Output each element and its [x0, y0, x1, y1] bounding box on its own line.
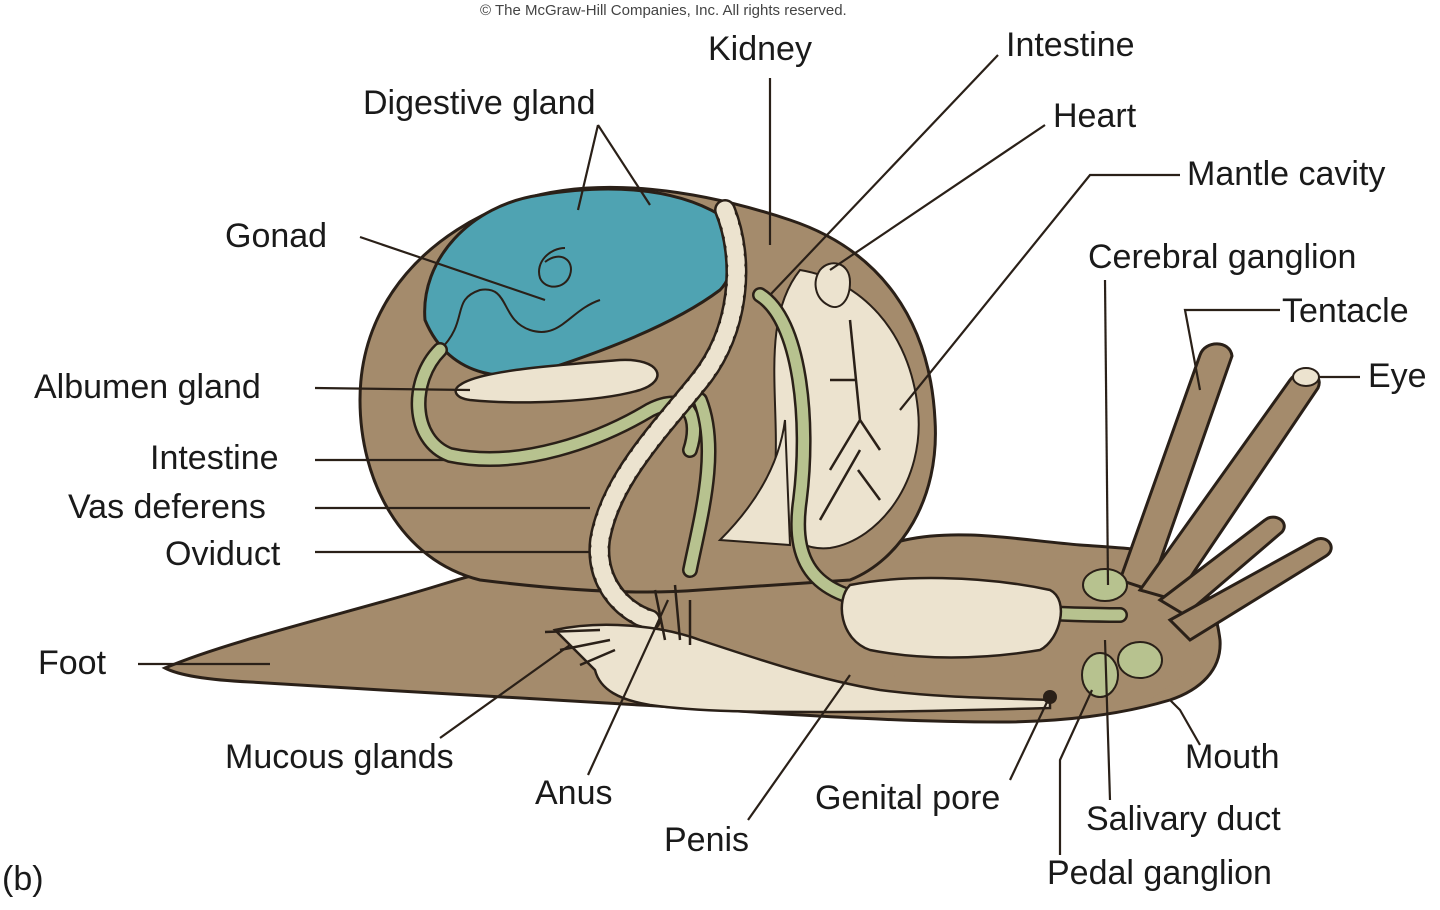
intestine-descending-fill: [684, 394, 715, 576]
label-mucous-glands: Mucous glands: [225, 738, 454, 776]
tentacle-lower-right: [1167, 537, 1333, 642]
label-cerebral-ganglion: Cerebral ganglion: [1088, 238, 1357, 276]
panel-letter: (b): [2, 860, 44, 898]
mantle-veins: [818, 319, 882, 521]
label-tentacle: Tentacle: [1282, 292, 1409, 330]
label-mantle-cavity: Mantle cavity: [1187, 155, 1386, 193]
albumen-gland: [454, 358, 659, 404]
label-salivary-duct: Salivary duct: [1086, 800, 1281, 838]
label-digestive-gland: Digestive gland: [363, 84, 596, 122]
label-albumen-gland: Albumen gland: [34, 368, 261, 406]
genital-pore-shape: [1043, 690, 1057, 704]
gonad-coil: [538, 247, 572, 288]
cerebral-ganglion-shape: [1082, 568, 1128, 602]
label-pedal-ganglion: Pedal ganglion: [1047, 854, 1272, 892]
label-oviduct: Oviduct: [165, 535, 281, 573]
label-vas-deferens: Vas deferens: [68, 488, 266, 526]
label-penis: Penis: [664, 821, 750, 859]
eye-spot: [1292, 367, 1320, 387]
label-intestine-left: Intestine: [150, 439, 279, 477]
label-gonad: Gonad: [225, 217, 328, 255]
gonad-organ: [814, 262, 852, 308]
copyright-notice: © The McGraw-Hill Companies, Inc. All ri…: [480, 2, 847, 19]
inner-cream-region: [717, 419, 792, 547]
leader-lines: [138, 54, 1360, 855]
label-mouth: Mouth: [1185, 738, 1280, 776]
label-heart: Heart: [1053, 97, 1137, 135]
label-kidney: Kidney: [708, 30, 812, 68]
label-eye: Eye: [1368, 357, 1427, 395]
label-foot: Foot: [38, 644, 107, 682]
label-genital-pore: Genital pore: [815, 779, 1001, 817]
visceral-mass: [840, 576, 1063, 659]
tentacle-lower-left: [1157, 515, 1286, 617]
gonad-duct: [439, 288, 601, 351]
tentacle-upper-left: [1118, 342, 1234, 592]
pedal-ganglion-shape: [1081, 652, 1119, 698]
mantle-cavity-region: [773, 268, 920, 550]
buccal-mass: [1117, 641, 1163, 679]
oviduct-fill: [590, 201, 745, 629]
label-anus: Anus: [535, 774, 613, 812]
label-intestine-top: Intestine: [1006, 26, 1135, 64]
